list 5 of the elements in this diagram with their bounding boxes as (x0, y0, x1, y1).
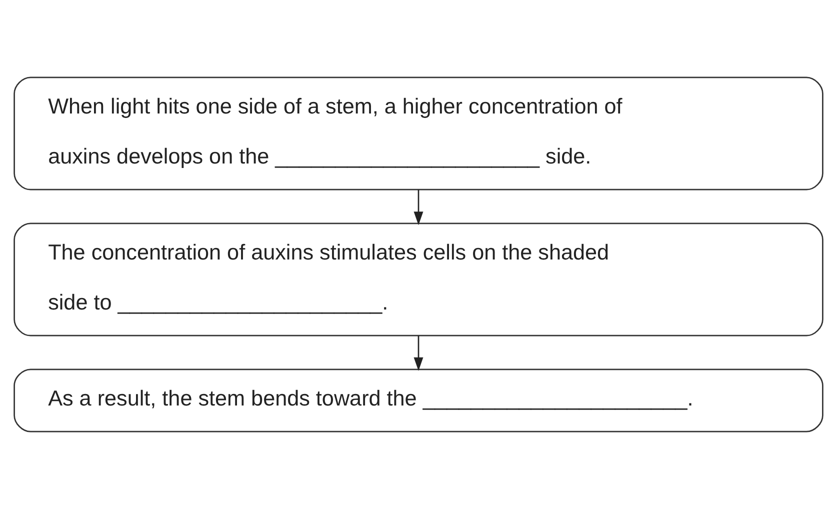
node-box: As a result, the stem bends toward the ______________________. (14, 368, 824, 432)
node-box: The concentration of auxins stimulates cells on the shaded side to ______________________. (14, 222, 824, 336)
node-box: When light hits one side of a stem, a higher concentration of auxins develops on the ______________________ side. (14, 76, 824, 190)
arrow (414, 189, 424, 225)
arrow (414, 335, 424, 370)
